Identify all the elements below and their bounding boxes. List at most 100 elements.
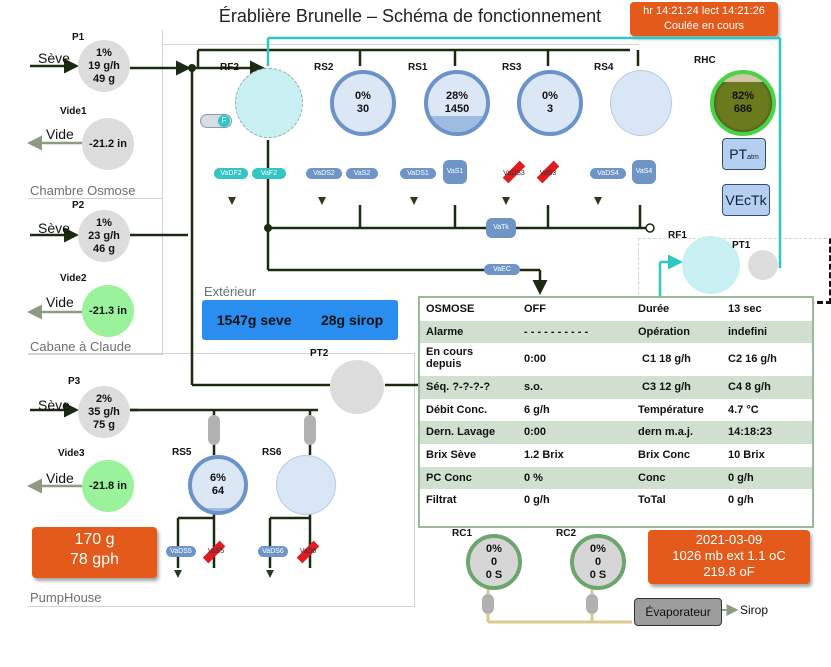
valve-vas5[interactable]: VaS5 bbox=[207, 548, 225, 555]
weather-temp: 219.8 oF bbox=[703, 564, 755, 579]
rc1-value: 0 bbox=[490, 555, 498, 568]
cell: 0 % bbox=[524, 471, 543, 484]
tank-rf2[interactable] bbox=[235, 68, 303, 138]
valve-vas1[interactable]: VaS1 bbox=[443, 160, 467, 184]
cell: 0:00 bbox=[524, 353, 547, 366]
tank-rf1[interactable] bbox=[682, 236, 740, 294]
p2-gauge[interactable]: 1% 23 g/h 46 g bbox=[78, 210, 130, 262]
valve-vads5[interactable]: VaDS5 bbox=[166, 546, 196, 557]
vide3-gauge[interactable]: -21.8 in bbox=[82, 460, 134, 512]
tank-rs2[interactable]: 0% 30 bbox=[330, 70, 396, 136]
vectk-button[interactable]: VEcTk bbox=[722, 184, 770, 216]
valve-vads2[interactable]: VaDS2 bbox=[306, 168, 342, 179]
tank-rs5[interactable]: 6% 64 bbox=[188, 455, 248, 515]
p1-seve-label: Sève bbox=[38, 50, 70, 66]
pt1-label: PT1 bbox=[732, 240, 751, 251]
cell: dern m.a.j. bbox=[638, 426, 694, 439]
valve-vas3[interactable]: VaS3 bbox=[539, 170, 557, 177]
valve-vads1[interactable]: VaDS1 bbox=[400, 168, 436, 179]
cell: Conc bbox=[638, 471, 666, 484]
tank-rs6[interactable] bbox=[276, 455, 336, 515]
valve-vatk[interactable]: VaTk bbox=[486, 218, 516, 238]
rc2-gauge[interactable]: 0% 0 0 S bbox=[570, 534, 626, 590]
valve-vads4[interactable]: VaDS4 bbox=[590, 168, 626, 179]
tank-rs5-label: RS5 bbox=[172, 447, 192, 458]
valve-vas4[interactable]: VaS4 bbox=[632, 160, 656, 184]
zone-label-osmose: Chambre Osmose bbox=[30, 183, 136, 198]
cell: Séq. ?-?-?-? bbox=[426, 381, 491, 394]
tank-rs3[interactable]: 0% 3 bbox=[517, 70, 583, 136]
cell: 1.2 Brix bbox=[524, 448, 564, 461]
p3-gauge[interactable]: 2% 35 g/h 75 g bbox=[78, 386, 130, 438]
vide1-gauge[interactable]: -21.2 in bbox=[82, 118, 134, 170]
valve-rc1[interactable] bbox=[482, 594, 494, 614]
rhc-label: RHC bbox=[694, 55, 716, 66]
pt1-gauge[interactable] bbox=[748, 250, 778, 280]
rc1-gauge[interactable]: 0% 0 0 S bbox=[466, 534, 522, 590]
cell: OFF bbox=[524, 303, 546, 315]
valve-vas2[interactable]: VaS2 bbox=[346, 168, 378, 179]
pt-atm-button[interactable]: PTatm bbox=[722, 138, 766, 170]
pt-atm-sub: atm bbox=[747, 154, 759, 161]
vide2-value: -21.3 in bbox=[89, 304, 127, 317]
page-title: Érablière Brunelle – Schéma de fonctionn… bbox=[218, 6, 602, 26]
valve-pump-rs6[interactable] bbox=[304, 415, 316, 445]
cell: 0:00 bbox=[524, 426, 547, 439]
zone-label-cabane: Cabane à Claude bbox=[30, 339, 132, 354]
p1-pct: 1% bbox=[96, 46, 112, 59]
vide2-gauge[interactable]: -21.3 in bbox=[82, 285, 134, 337]
tank-rs2-pct: 0% bbox=[355, 90, 371, 102]
cell: Brix Sève bbox=[426, 448, 477, 461]
vide1-text: Vide bbox=[46, 126, 74, 142]
pt2-gauge[interactable] bbox=[330, 360, 384, 414]
vide2-text: Vide bbox=[46, 294, 74, 310]
cell: C3 12 g/h bbox=[642, 381, 691, 394]
zone-label-exterieur: Extérieur bbox=[204, 284, 257, 299]
valve-vas6[interactable]: VaS6 bbox=[299, 548, 317, 555]
cell: En cours depuis bbox=[426, 346, 474, 371]
p3-rate: 35 g/h bbox=[88, 405, 120, 418]
cell: OSMOSE bbox=[426, 303, 475, 315]
tank-rs4[interactable] bbox=[610, 70, 672, 136]
valve-vadf2[interactable]: VaDF2 bbox=[214, 168, 248, 179]
tank-rs5-pct: 6% bbox=[210, 472, 226, 484]
cell: Opération bbox=[638, 325, 690, 338]
cell: 0 g/h bbox=[728, 494, 754, 507]
vide3-value: -21.8 in bbox=[89, 479, 127, 492]
rf2-toggle[interactable]: F bbox=[200, 114, 232, 128]
cell: PC Conc bbox=[426, 471, 472, 484]
cell: Température bbox=[638, 403, 704, 416]
p2-label: P2 bbox=[72, 200, 85, 211]
cell: Filtrat bbox=[426, 494, 457, 507]
valve-vaf2[interactable]: VaF2 bbox=[252, 168, 286, 179]
evaporateur-box[interactable]: Évaporateur bbox=[634, 598, 722, 626]
tank-rf2-label: RF2 bbox=[220, 62, 239, 73]
tank-rs1[interactable]: 28% 1450 bbox=[424, 70, 490, 136]
valve-vads3[interactable]: VaDS3 bbox=[503, 170, 525, 177]
rc2-label: RC2 bbox=[556, 528, 577, 539]
rf2-toggle-knob: F bbox=[218, 115, 230, 127]
valve-vads6[interactable]: VaDS6 bbox=[258, 546, 288, 557]
pt-atm-main: PT bbox=[729, 146, 748, 162]
tank-rs6-label: RS6 bbox=[262, 447, 282, 458]
rc2-time: 0 S bbox=[589, 568, 607, 581]
rhc-gauge[interactable]: 82% 686 bbox=[710, 70, 776, 136]
cell: s.o. bbox=[524, 381, 543, 394]
p1-gauge[interactable]: 1% 19 g/h 49 g bbox=[78, 40, 130, 92]
pump-total-box: 170 g 78 gph bbox=[32, 527, 157, 578]
vide3-text: Vide bbox=[46, 470, 74, 486]
cell: indefini bbox=[728, 325, 768, 338]
vide1-label: Vide1 bbox=[60, 106, 87, 117]
valve-pump-rs5[interactable] bbox=[208, 415, 220, 445]
valve-rc2[interactable] bbox=[586, 594, 598, 614]
rc1-pct: 0% bbox=[486, 542, 502, 555]
rc2-pct: 0% bbox=[590, 542, 606, 555]
production-box: 1547g seve 28g sirop bbox=[202, 300, 398, 340]
tank-rs3-value: 3 bbox=[546, 103, 554, 115]
valve-vaec[interactable]: VaEC bbox=[484, 264, 520, 275]
